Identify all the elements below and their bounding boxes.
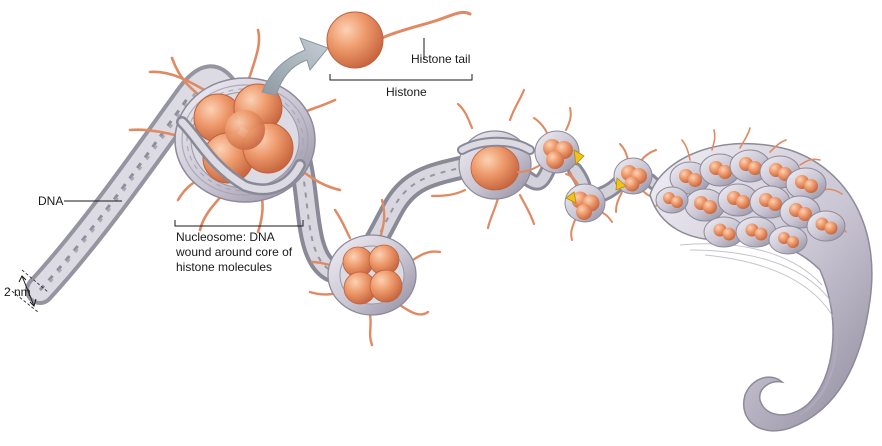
- scale-label: 2 nm: [4, 285, 31, 299]
- fiber-nucleosomes: [655, 127, 847, 255]
- nucleosome-small-2: [564, 173, 613, 241]
- nucleosome-small-1: [517, 107, 585, 197]
- histone-tail-label: Histone tail: [411, 52, 470, 66]
- nucleosome-label-line3: histone molecules: [176, 260, 272, 274]
- nucleosome-medium: [308, 198, 442, 347]
- label-histone: Histone: [329, 74, 473, 99]
- label-nucleosome: Nucleosome: DNA wound around core of his…: [174, 220, 304, 274]
- nucleosome-small-3: [613, 143, 661, 213]
- nucleosome-side: [430, 88, 536, 230]
- nucleosome-label-line1: Nucleosome: DNA: [176, 230, 275, 244]
- single-histone: [326, 10, 472, 69]
- zoom-arrow: [261, 37, 329, 96]
- nucleosome-large: [128, 28, 342, 234]
- dna-label: DNA: [38, 194, 63, 208]
- label-histone-tail: Histone tail: [411, 38, 470, 66]
- nucleosome-label-line2: wound around core of: [175, 245, 293, 259]
- scale-bar: 2 nm: [4, 269, 49, 313]
- histone-label: Histone: [386, 85, 427, 99]
- label-dna: DNA: [38, 194, 122, 208]
